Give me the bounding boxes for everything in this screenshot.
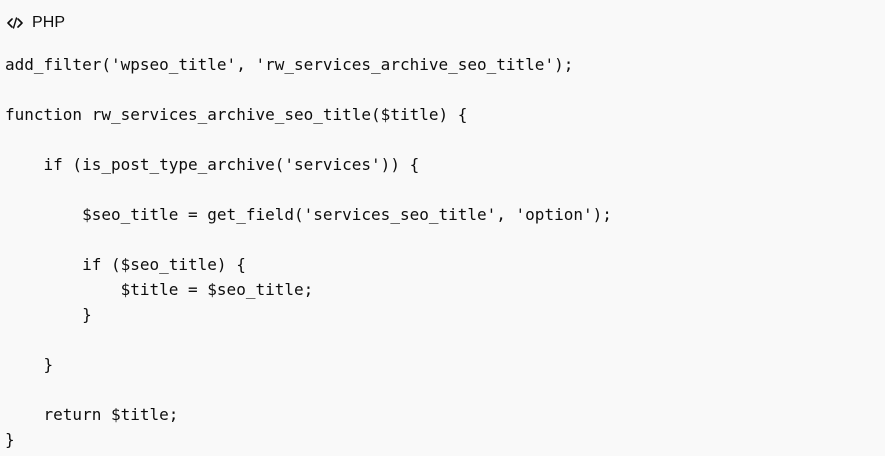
code-line: $seo_title = get_field('services_seo_tit… (5, 205, 612, 224)
language-label: PHP (32, 14, 66, 31)
code-line: } (5, 305, 92, 324)
code-line: $title = $seo_title; (5, 280, 314, 299)
code-line: return $title; (5, 405, 179, 424)
code-line (5, 377, 612, 402)
code-line: add_filter('wpseo_title', 'rw_services_a… (5, 55, 574, 74)
code-content: add_filter('wpseo_title', 'rw_services_a… (5, 52, 612, 452)
code-line: function rw_services_archive_seo_title($… (5, 105, 468, 124)
code-line (5, 327, 612, 352)
code-line: if (is_post_type_archive('services')) { (5, 155, 420, 174)
code-line (5, 227, 612, 252)
code-line: } (5, 430, 15, 449)
code-line: if ($seo_title) { (5, 255, 246, 274)
code-icon (6, 16, 24, 30)
code-line (5, 77, 612, 102)
code-line (5, 177, 612, 202)
code-header: PHP (6, 12, 65, 34)
code-line (5, 127, 612, 152)
code-line: } (5, 355, 54, 374)
